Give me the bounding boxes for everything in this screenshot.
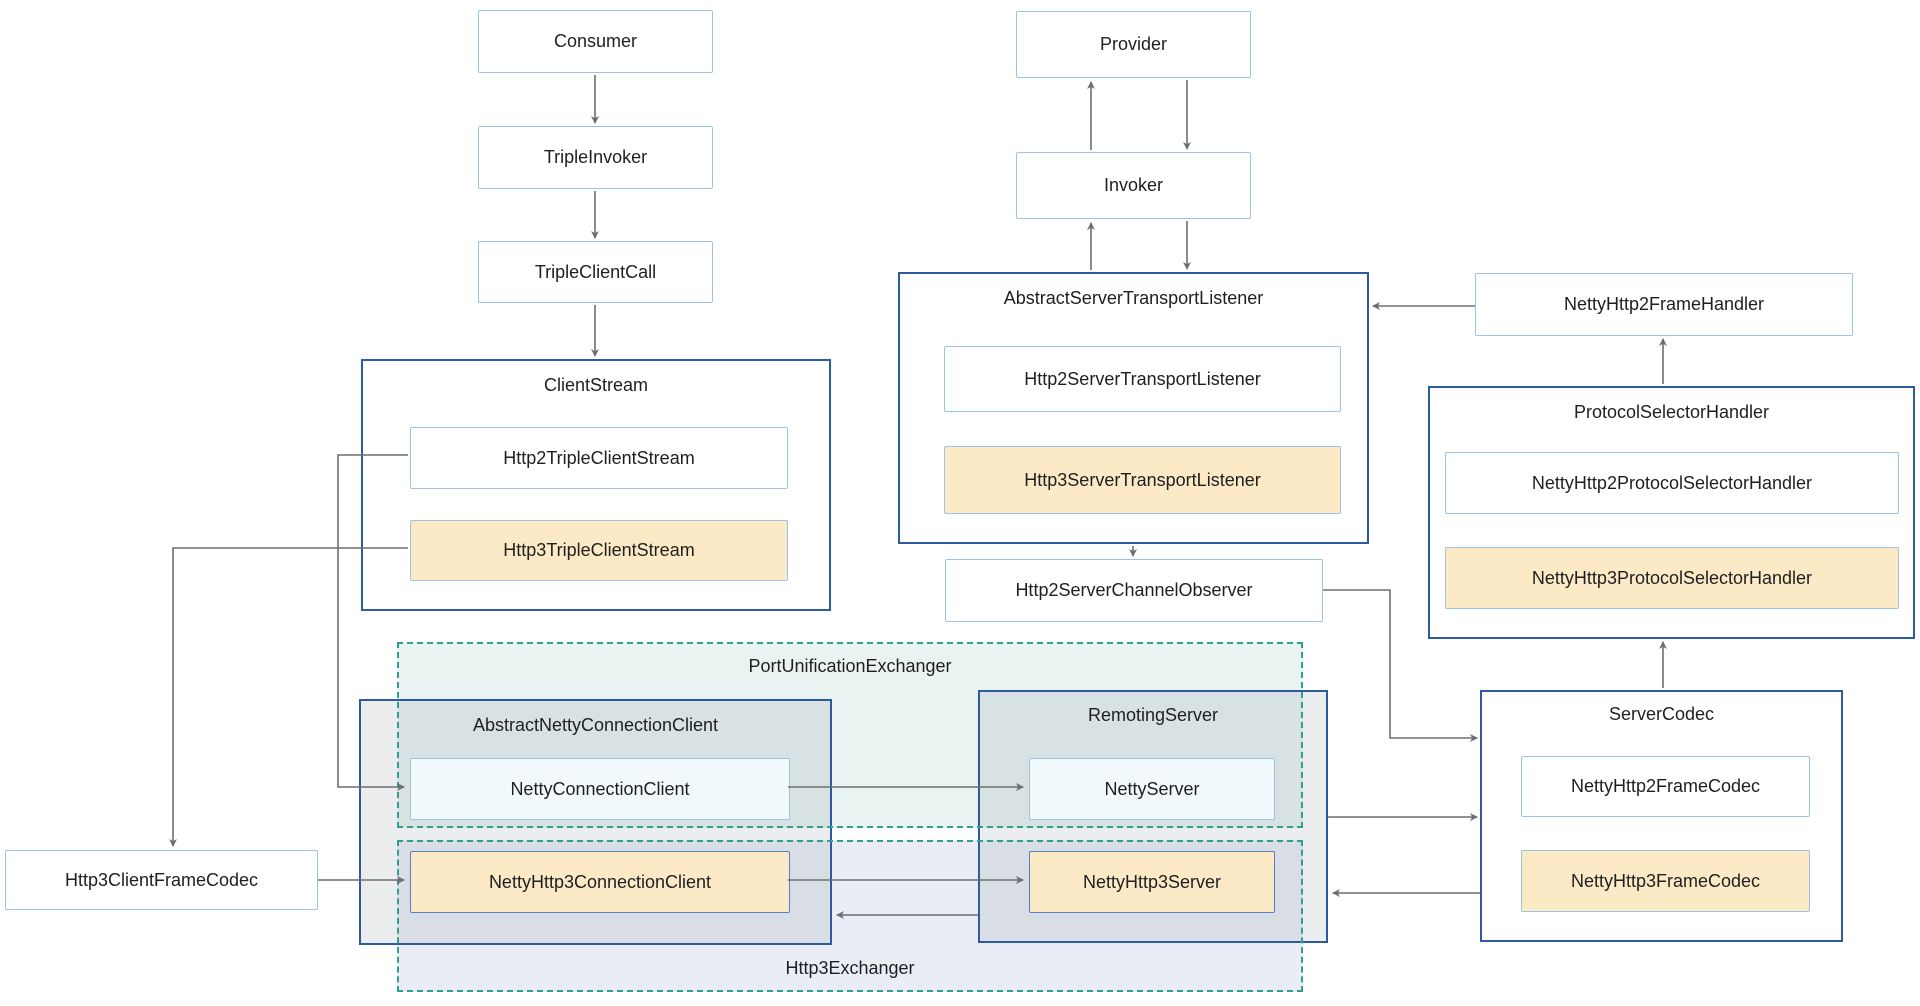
node-netty-http2-frame-handler-label: NettyHttp2FrameHandler	[1563, 294, 1765, 314]
node-http3-client-frame-codec: Http3ClientFrameCodec	[5, 850, 318, 910]
node-netty-http2-frame-handler: NettyHttp2FrameHandler	[1475, 273, 1853, 336]
node-provider-label: Provider	[1099, 34, 1168, 54]
container-client-stream-title: ClientStream	[543, 375, 649, 395]
node-http3-client-frame-codec-label: Http3ClientFrameCodec	[64, 869, 259, 890]
node-provider: Provider	[1016, 11, 1251, 78]
node-netty-http2-frame-codec-label: NettyHttp2FrameCodec	[1570, 776, 1761, 796]
container-abstract-server-transport-listener-title: AbstractServerTransportListener	[1003, 288, 1264, 308]
node-triple-invoker: TripleInvoker	[478, 126, 713, 189]
port-unification-exchanger-label: PortUnificationExchanger	[748, 656, 952, 676]
container-client-stream: ClientStream Http2TripleClientStream Htt…	[361, 359, 831, 611]
node-netty-server: NettyServer	[1029, 758, 1275, 820]
container-remoting-server-title: RemotingServer	[1087, 705, 1219, 725]
node-http3-server-transport-listener: Http3ServerTransportListener	[944, 446, 1341, 514]
node-netty-http2-protocol-selector-handler-label: NettyHttp2ProtocolSelectorHandler	[1531, 472, 1813, 493]
node-http2-server-transport-listener-label: Http2ServerTransportListener	[1024, 368, 1261, 389]
container-abstract-netty-connection-client-title: AbstractNettyConnectionClient	[472, 715, 719, 735]
node-http2-triple-client-stream-label: Http2TripleClientStream	[503, 447, 695, 468]
node-triple-client-call: TripleClientCall	[478, 241, 713, 303]
node-netty-http3-frame-codec-label: NettyHttp3FrameCodec	[1570, 870, 1761, 891]
node-netty-connection-client-label: NettyConnectionClient	[510, 778, 690, 799]
node-netty-connection-client: NettyConnectionClient	[410, 758, 790, 820]
node-netty-http3-connection-client-label: NettyHttp3ConnectionClient	[488, 871, 712, 892]
node-netty-http2-frame-codec: NettyHttp2FrameCodec	[1521, 756, 1810, 817]
node-consumer: Consumer	[478, 10, 713, 73]
node-netty-http3-protocol-selector-handler: NettyHttp3ProtocolSelectorHandler	[1445, 547, 1899, 609]
node-http2-server-transport-listener: Http2ServerTransportListener	[944, 346, 1341, 412]
node-http3-triple-client-stream: Http3TripleClientStream	[410, 520, 788, 581]
node-netty-http3-connection-client: NettyHttp3ConnectionClient	[410, 851, 790, 913]
node-http2-server-channel-observer-label: Http2ServerChannelObserver	[1015, 580, 1253, 600]
container-server-codec-title: ServerCodec	[1608, 704, 1715, 724]
node-netty-http3-frame-codec: NettyHttp3FrameCodec	[1521, 850, 1810, 912]
container-remoting-server: RemotingServer NettyServer NettyHttp3Ser…	[978, 690, 1328, 943]
node-invoker: Invoker	[1016, 152, 1251, 219]
node-netty-http3-server: NettyHttp3Server	[1029, 851, 1275, 913]
container-abstract-netty-connection-client: AbstractNettyConnectionClient NettyConne…	[359, 699, 832, 945]
node-consumer-label: Consumer	[553, 31, 638, 51]
node-http2-server-channel-observer: Http2ServerChannelObserver	[945, 559, 1323, 622]
node-netty-http3-protocol-selector-handler-label: NettyHttp3ProtocolSelectorHandler	[1531, 567, 1813, 588]
node-netty-http2-protocol-selector-handler: NettyHttp2ProtocolSelectorHandler	[1445, 452, 1899, 514]
container-protocol-selector-handler: ProtocolSelectorHandler NettyHttp2Protoc…	[1428, 386, 1915, 639]
node-netty-server-label: NettyServer	[1104, 778, 1200, 799]
node-triple-client-call-label: TripleClientCall	[534, 261, 657, 282]
node-invoker-label: Invoker	[1103, 175, 1164, 195]
node-triple-invoker-label: TripleInvoker	[543, 147, 648, 167]
node-netty-http3-server-label: NettyHttp3Server	[1082, 871, 1222, 892]
container-abstract-server-transport-listener: AbstractServerTransportListener Http2Ser…	[898, 272, 1369, 544]
container-server-codec: ServerCodec NettyHttp2FrameCodec NettyHt…	[1480, 690, 1843, 942]
node-http2-triple-client-stream: Http2TripleClientStream	[410, 427, 788, 489]
http3-exchanger-label: Http3Exchanger	[785, 958, 915, 978]
node-http3-server-transport-listener-label: Http3ServerTransportListener	[1024, 469, 1261, 490]
node-http3-triple-client-stream-label: Http3TripleClientStream	[503, 540, 695, 560]
container-protocol-selector-handler-title: ProtocolSelectorHandler	[1573, 402, 1770, 422]
